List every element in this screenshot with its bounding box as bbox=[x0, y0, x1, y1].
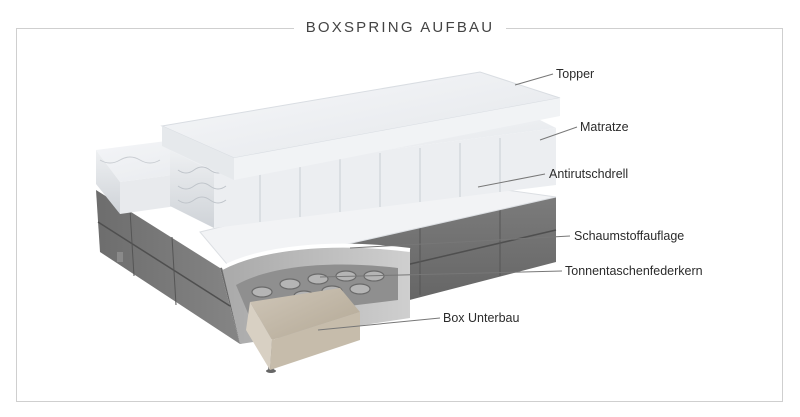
label-box-unterbau: Box Unterbau bbox=[443, 311, 520, 325]
topper bbox=[160, 71, 561, 180]
leader-lines bbox=[317, 73, 578, 331]
label-antirutschdrell: Antirutschdrell bbox=[549, 167, 629, 181]
diagram-title-wrap: BOXSPRING AUFBAU bbox=[0, 16, 800, 40]
cutaway-section bbox=[221, 243, 411, 370]
label-tonnentaschenfederkern: Tonnentaschenfederkern bbox=[565, 264, 703, 278]
diagram-title: BOXSPRING AUFBAU bbox=[293, 19, 507, 36]
label-schaumstoffauflage: Schaumstoffauflage bbox=[574, 229, 685, 243]
label-topper: Topper bbox=[556, 67, 595, 81]
label-matratze: Matratze bbox=[580, 120, 629, 134]
